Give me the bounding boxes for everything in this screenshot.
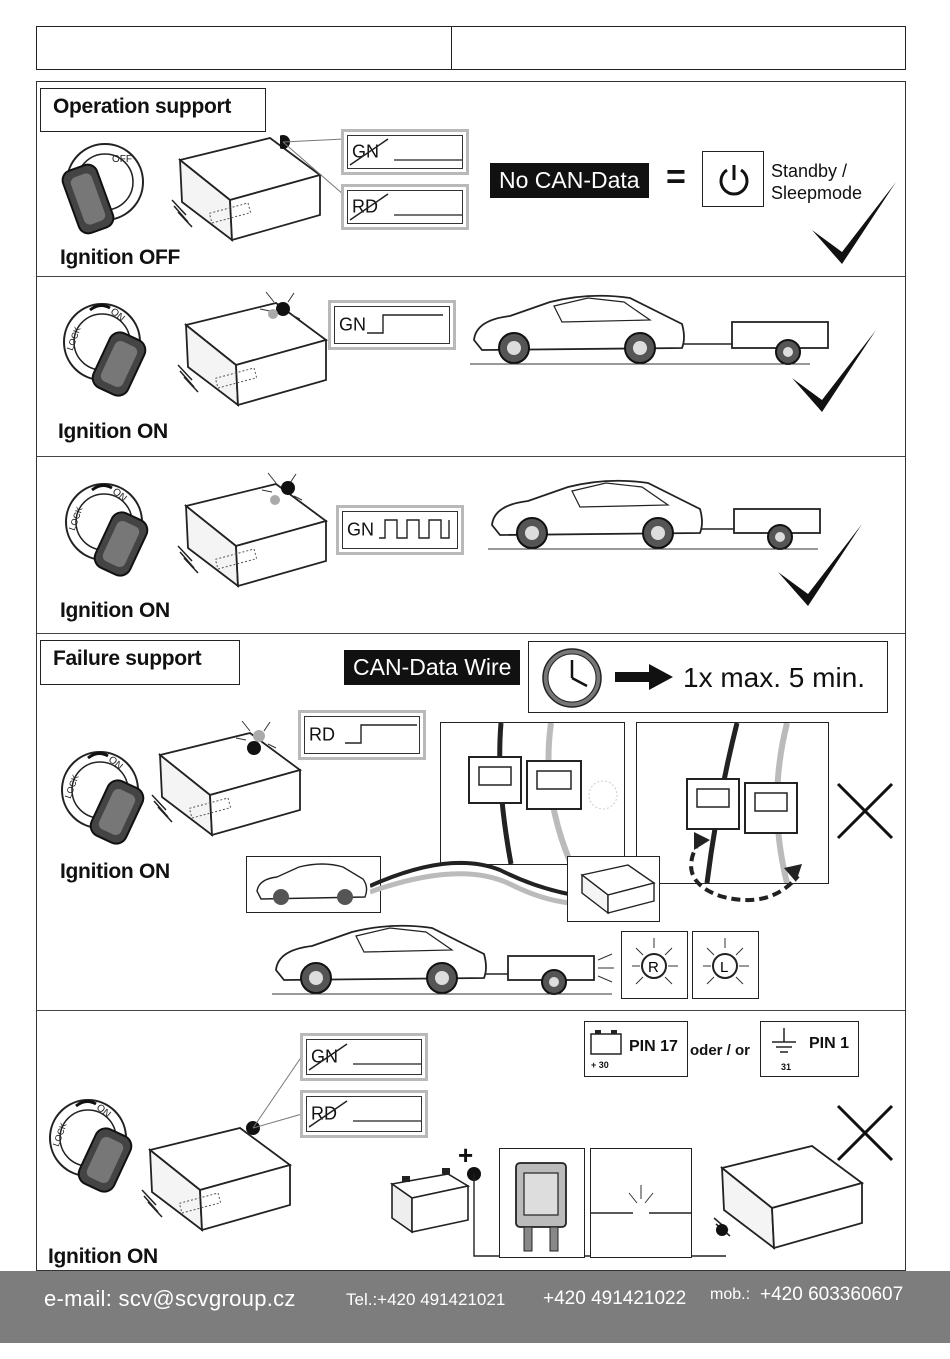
footer-tel[interactable]: Tel.:+420 491421021 xyxy=(346,1290,506,1309)
rd-signal-label: RD xyxy=(309,724,335,745)
failure-support-title: Failure support xyxy=(40,640,240,685)
plus30-label: + 30 xyxy=(591,1060,609,1070)
standby-power-box xyxy=(702,151,764,207)
divider xyxy=(37,276,905,277)
equals-sign: = xyxy=(666,158,686,196)
ignition-key-on-icon: ON LOCK xyxy=(49,1099,133,1193)
standby-label-line2: Sleepmode xyxy=(771,183,863,203)
vehicle-rear-photo xyxy=(246,856,381,913)
fuse-photo xyxy=(499,1148,585,1258)
control-module-icon xyxy=(177,483,329,588)
header-cell-right xyxy=(451,26,906,70)
footer-tel2[interactable]: +420 491421022 xyxy=(543,1288,687,1309)
fuse-icon xyxy=(515,1162,567,1252)
control-module-icon xyxy=(713,1145,865,1250)
led-blink-icon xyxy=(259,291,301,320)
footer-email[interactable]: e-mail: scv@scvgroup.cz xyxy=(44,1286,296,1311)
gn-signal-label: GN xyxy=(339,314,366,335)
rd-signal-box-steady: RD xyxy=(298,710,426,760)
operation-support-title: Operation support xyxy=(40,88,266,132)
gn-signal-label: GN xyxy=(311,1046,338,1067)
divider xyxy=(37,1010,905,1011)
no-can-data-tag: No CAN-Data xyxy=(490,163,649,198)
car-with-trailer-icon xyxy=(488,479,821,550)
led-blink-icon xyxy=(261,472,303,505)
rd-signal-label: RD xyxy=(311,1103,337,1124)
oder-or-label: oder / or xyxy=(690,1042,751,1059)
rd-signal-box-crossed: RD xyxy=(300,1090,428,1138)
connection-lines xyxy=(280,135,345,196)
checkmark-icon xyxy=(792,330,876,412)
spark-icon xyxy=(591,1185,691,1214)
led-blink-icon xyxy=(235,720,277,755)
battery-pin-box: PIN 17 + 30 xyxy=(584,1021,688,1077)
broken-circuit-photo xyxy=(590,1148,692,1258)
timer-box: 1x max. 5 min. xyxy=(528,641,888,713)
header-cell-left xyxy=(36,26,452,70)
battery-plus-label: + xyxy=(458,1140,474,1170)
rd-signal-label: RD xyxy=(352,196,378,217)
ignition-on-label: Ignition ON xyxy=(60,860,170,883)
cross-icon xyxy=(836,782,894,840)
rd-signal-box-crossed: RD xyxy=(341,184,469,230)
car-with-trailer-icon xyxy=(272,924,614,995)
instruction-frame xyxy=(36,81,906,1271)
ignition-on-label: Ignition ON xyxy=(58,420,168,443)
gn-signal-box-pulsing: GN xyxy=(336,505,464,555)
ground-pin-box: PIN 1 31 xyxy=(760,1021,859,1077)
lamp-right-label: R xyxy=(648,959,659,976)
battery-large-icon xyxy=(389,1168,471,1234)
control-module-icon xyxy=(141,1127,293,1232)
ignition-key-on-icon: ON LOCK xyxy=(65,483,149,577)
standby-label-line1: Standby / xyxy=(771,161,848,181)
ignition-key-on-icon: ON LOCK xyxy=(63,303,147,397)
clock-icon xyxy=(542,648,602,708)
connection-lines xyxy=(246,1055,303,1135)
gn-signal-box-crossed: GN xyxy=(341,129,469,175)
gn-signal-label: GN xyxy=(347,519,374,540)
lamp-right-icon: R xyxy=(632,938,678,985)
ground31-label: 31 xyxy=(781,1062,792,1072)
wiring-harness xyxy=(370,860,580,907)
lamp-left-icon: L xyxy=(703,938,749,985)
module-photo xyxy=(567,856,660,922)
control-module-icon xyxy=(151,732,303,837)
connector-detail-photo-wrong xyxy=(636,722,829,884)
checkmark-icon xyxy=(812,182,896,264)
battery-icon xyxy=(590,1030,622,1055)
ignition-on-label: Ignition ON xyxy=(48,1245,158,1268)
cross-icon xyxy=(836,1104,894,1162)
footer-mob[interactable]: +420 603360607 xyxy=(760,1284,904,1305)
gn-signal-box-crossed: GN xyxy=(300,1033,428,1081)
divider xyxy=(37,633,905,634)
footer-mob-label: mob.: xyxy=(710,1286,751,1303)
timer-label: 1x max. 5 min. xyxy=(683,662,866,693)
can-data-wire-tag: CAN-Data Wire xyxy=(344,650,521,685)
control-module-icon xyxy=(171,137,323,242)
ignition-key-off-icon: OFF xyxy=(61,143,144,235)
gn-signal-box-steady: GN xyxy=(328,300,456,350)
gn-signal-label: GN xyxy=(352,141,379,162)
pin17-label: PIN 17 xyxy=(629,1038,678,1055)
footer-contact-bar: e-mail: scv@scvgroup.cz Tel.:+420 491421… xyxy=(0,1271,950,1343)
lamp-left-label: L xyxy=(720,959,728,976)
left-indicator-lamp: L xyxy=(692,931,759,999)
ignition-on-label: Ignition ON xyxy=(60,599,170,622)
ignition-key-on-icon: ON LOCK xyxy=(61,751,145,845)
switch-off-label: OFF xyxy=(112,154,132,165)
power-icon xyxy=(719,165,749,196)
car-with-trailer-icon xyxy=(470,294,829,365)
pin1-label: PIN 1 xyxy=(809,1035,850,1052)
control-module-icon xyxy=(177,302,329,407)
arrow-right-icon xyxy=(615,664,673,690)
ground-icon xyxy=(772,1028,796,1053)
swap-arrow-icon xyxy=(689,832,802,903)
checkmark-icon xyxy=(778,524,862,606)
right-indicator-lamp: R xyxy=(621,931,688,999)
connector-detail-photo xyxy=(440,722,625,865)
ignition-off-label: Ignition OFF xyxy=(60,246,181,269)
divider xyxy=(37,456,905,457)
